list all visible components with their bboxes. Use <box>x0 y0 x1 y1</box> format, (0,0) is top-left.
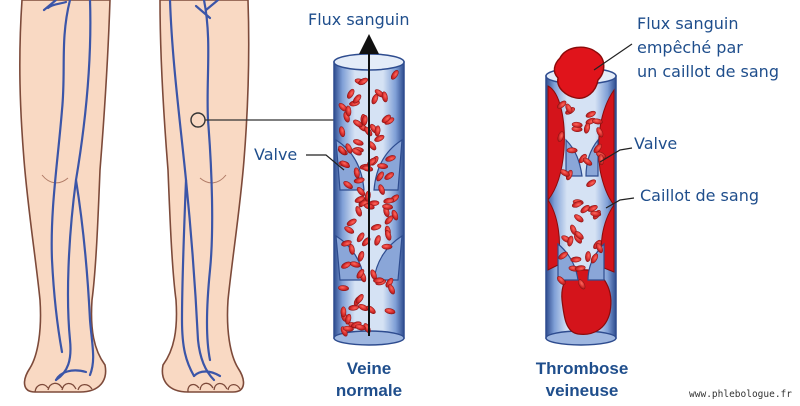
red-blood-cell <box>345 313 352 325</box>
red-blood-cell <box>376 171 384 182</box>
red-blood-cell <box>346 218 357 226</box>
label-clot: Caillot de sang <box>640 186 759 205</box>
red-blood-cell <box>339 126 346 138</box>
red-blood-cell <box>557 100 567 109</box>
blocking-clot <box>553 46 605 99</box>
red-blood-cell <box>390 70 399 80</box>
red-blood-cell <box>388 284 395 295</box>
red-blood-cells-thrombosis <box>557 100 607 290</box>
red-blood-cell <box>578 279 586 290</box>
red-blood-cell <box>382 203 394 210</box>
normal-vein <box>306 34 405 346</box>
red-blood-cell <box>585 251 591 263</box>
red-blood-cell <box>557 131 564 142</box>
red-blood-cell <box>357 251 365 262</box>
red-blood-cell <box>574 265 586 272</box>
red-blood-cell <box>384 308 396 315</box>
red-blood-cell <box>574 231 584 240</box>
red-blood-cell <box>356 269 365 279</box>
red-blood-cell <box>343 181 353 189</box>
red-blood-cell <box>384 215 394 225</box>
label-flow-blocked-1: Flux sanguin <box>637 14 739 33</box>
red-blood-cell <box>557 276 566 286</box>
red-blood-cell <box>567 235 574 247</box>
red-blood-cell <box>345 143 353 154</box>
red-blood-cell <box>370 224 382 231</box>
red-blood-cell <box>342 325 354 332</box>
red-blood-cell <box>596 127 604 138</box>
red-blood-cell <box>353 177 365 184</box>
red-blood-cell <box>565 103 573 114</box>
label-flow-blocked-2: empêché par <box>637 38 743 57</box>
red-blood-cell <box>580 205 590 214</box>
thrombosis-vein <box>545 43 635 346</box>
label-flow-blocked-3: un caillot de sang <box>637 62 779 81</box>
red-blood-cell <box>385 155 396 162</box>
red-blood-cell <box>338 145 347 156</box>
label-valve-left: Valve <box>254 145 298 164</box>
red-blood-cell <box>596 242 603 254</box>
red-blood-cell <box>384 172 394 180</box>
red-blood-cell <box>355 324 366 331</box>
red-blood-cell <box>585 110 596 118</box>
red-blood-cell <box>593 143 602 154</box>
red-blood-cell <box>353 139 364 146</box>
red-blood-cell <box>344 226 355 234</box>
red-blood-cell <box>586 179 596 187</box>
red-blood-cell <box>591 118 603 125</box>
red-blood-cell <box>385 230 392 241</box>
legs <box>19 0 334 393</box>
red-blood-cell <box>385 277 394 288</box>
red-blood-cells-normal <box>337 70 399 337</box>
red-blood-cell <box>570 256 582 263</box>
red-blood-cell <box>355 206 362 217</box>
red-blood-cell <box>383 197 395 204</box>
red-blood-cell <box>371 93 379 105</box>
red-blood-cell <box>346 88 355 99</box>
red-blood-cell <box>571 121 583 128</box>
label-valve-right: Valve <box>634 134 678 153</box>
red-blood-cell <box>341 240 352 247</box>
red-blood-cell <box>374 235 381 246</box>
red-blood-cell <box>590 253 599 264</box>
red-blood-cell <box>583 122 591 134</box>
red-blood-cell <box>356 232 365 243</box>
red-blood-cell <box>566 147 578 154</box>
caption-normal-2: normale <box>335 381 403 400</box>
red-blood-cell <box>353 119 363 128</box>
watermark: www.phlebologue.fr <box>689 389 792 400</box>
red-blood-cell <box>381 114 391 123</box>
left-leg <box>19 0 111 393</box>
red-blood-cell <box>340 160 350 169</box>
red-blood-cell <box>348 304 360 311</box>
red-blood-cell <box>356 187 366 197</box>
red-blood-cell <box>582 157 593 166</box>
red-blood-cell <box>574 214 584 223</box>
red-blood-cell <box>377 163 389 169</box>
caption-thrombosis-2: veineuse <box>545 381 619 400</box>
red-blood-cell <box>340 306 347 318</box>
red-blood-cell <box>345 105 352 117</box>
label-flow-normal: Flux sanguin <box>308 10 410 29</box>
red-blood-cell <box>559 169 570 177</box>
red-blood-cell <box>349 261 361 268</box>
red-blood-cell <box>338 285 349 291</box>
red-blood-cell <box>381 243 393 250</box>
red-blood-cell <box>352 94 362 104</box>
red-blood-cell <box>558 251 568 260</box>
red-blood-cell <box>355 294 364 304</box>
red-blood-cell <box>571 201 583 208</box>
red-blood-cell <box>590 210 602 217</box>
caption-thrombosis-1: Thrombose <box>535 359 629 378</box>
red-blood-cell <box>358 77 369 86</box>
red-blood-cell <box>374 125 381 137</box>
red-blood-cell <box>587 204 598 212</box>
red-blood-cell <box>373 277 385 284</box>
caption-normal-1: Veine <box>346 359 392 378</box>
red-blood-cell <box>378 184 385 195</box>
red-blood-cell <box>381 91 388 103</box>
